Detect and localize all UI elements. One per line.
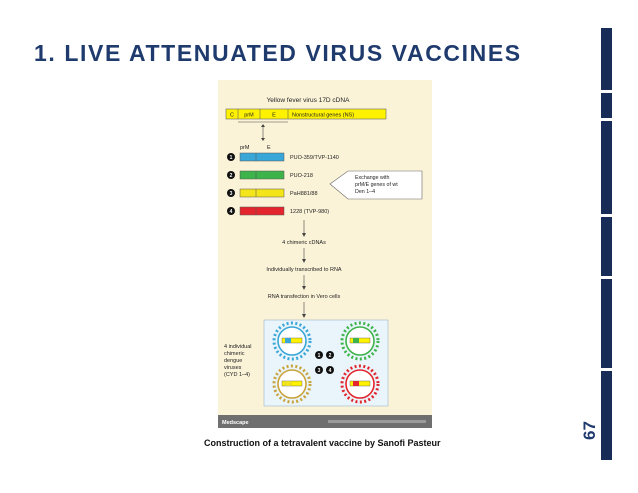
genome-segment-c: C (230, 113, 234, 119)
figure-footer (218, 415, 432, 428)
exchange-note-line: prM/E genes of wt (355, 182, 398, 188)
strain-bar (239, 152, 285, 162)
strain-number: 3 (230, 191, 233, 197)
virus-number: 4 (329, 368, 332, 374)
strain-name: PUO-218 (290, 173, 313, 179)
virus-particle-icon (272, 321, 312, 361)
flow-step: Individually transcribed to RNA (266, 267, 342, 273)
figure-caption: Construction of a tetravalent vaccine by… (204, 438, 441, 448)
footer-fine-print (328, 420, 426, 423)
arrow-head-down-icon (302, 314, 306, 318)
strain-name: PaH881/88 (290, 191, 318, 197)
strain-row: 4 1228 (TVP-980) (227, 206, 329, 216)
genome-bar (225, 108, 387, 120)
genome-title: Yellow fever virus 17D cDNA (267, 97, 351, 104)
number-badge-icon (227, 171, 235, 179)
number-badge-icon (227, 189, 235, 197)
flow-step: RNA transfection in Vero cells (268, 294, 341, 300)
exchange-note-line: Den 1–4 (355, 189, 375, 195)
strain-row: 3 PaH881/88 (227, 188, 318, 198)
strain-name: PUO-359/TVP-1140 (290, 155, 339, 161)
viruses-label-line: viruses (224, 365, 242, 371)
virus-particle-icon (340, 321, 380, 361)
sidebar-divider (601, 90, 612, 93)
footer-brand: Medscape (222, 420, 249, 426)
number-badge-icon (315, 366, 323, 374)
strain-row: 2 PUO-218 (227, 170, 313, 180)
strain-bar (239, 206, 285, 216)
virus-particle-icon (340, 364, 380, 404)
figure-svg: Yellow fever virus 17D cDNA C prM E Nons… (218, 80, 432, 428)
viruses-label-line: (CYD 1–4) (224, 372, 250, 378)
viruses-label-line: dengue (224, 358, 242, 364)
vaccine-construction-figure: Yellow fever virus 17D cDNA C prM E Nons… (218, 80, 432, 428)
exchange-callout (329, 170, 423, 200)
strain-number: 2 (230, 173, 233, 179)
sidebar-divider (601, 214, 612, 217)
arrow-head-down-icon (302, 286, 306, 290)
viruses-label-line: 4 individual (224, 344, 252, 350)
strain-number: 1 (230, 155, 233, 161)
viruses-label-line: chimeric (224, 351, 245, 357)
number-badge-icon (227, 153, 235, 161)
strain-name: 1228 (TVP-980) (290, 209, 329, 215)
virus-number: 1 (318, 353, 321, 359)
virus-number: 3 (318, 368, 321, 374)
arrow-head-down-icon (261, 138, 265, 141)
strain-number: 4 (230, 209, 233, 215)
strain-row: 1 PUO-359/TVP-1140 (227, 152, 339, 162)
genome-segment-prm: prM (244, 113, 254, 119)
sidebar-divider (601, 276, 612, 279)
virus-number: 2 (329, 353, 332, 359)
sidebar-divider (601, 368, 612, 371)
exchange-note-line: Exchange with (355, 175, 390, 181)
genome-segment-ns: Nonstructural genes (NS) (292, 113, 354, 119)
sidebar-divider (601, 118, 612, 121)
genome-segment-e: E (272, 113, 276, 119)
arrow-head-down-icon (302, 259, 306, 263)
arrow-head-down-icon (302, 233, 306, 237)
number-badge-icon (315, 351, 323, 359)
page-number: 67 (580, 421, 599, 440)
strain-bar (239, 188, 285, 198)
number-badge-icon (326, 366, 334, 374)
number-badge-icon (227, 207, 235, 215)
sub-label-e: E (267, 145, 271, 151)
slide-title: 1. LIVE ATTENUATED VIRUS VACCINES (34, 40, 522, 66)
sidebar-accent-bar (601, 28, 612, 460)
flow-step: 4 chimeric cDNAs (282, 240, 326, 246)
number-badge-icon (326, 351, 334, 359)
arrow-head-up-icon (261, 124, 265, 127)
strain-bar (239, 170, 285, 180)
sub-label-prm: prM (240, 145, 250, 151)
virus-particle-icon (272, 364, 312, 404)
